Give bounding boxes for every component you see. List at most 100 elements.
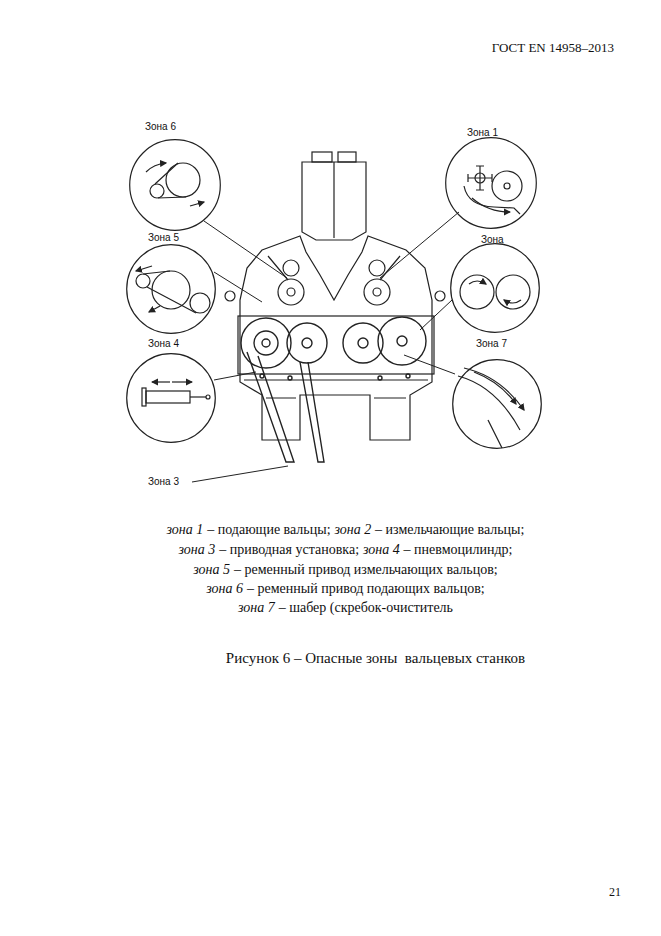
zone-description: – приводная установка;	[219, 542, 359, 557]
zone-detail-sketches-part	[190, 396, 206, 397]
feed-rolls-part	[278, 279, 304, 305]
zone-detail-sketches-part	[172, 381, 192, 382]
zone-term: зона 6	[206, 581, 243, 596]
feed-rolls-part	[225, 291, 235, 301]
circle-outline-shape	[130, 140, 221, 231]
legend-line: зона 7 – шабер (скребок-очиститель	[0, 599, 661, 617]
zone-detail-sketches-part	[496, 275, 530, 309]
zone-term: зона 7	[238, 600, 275, 615]
zone-label: Зона 3	[148, 476, 179, 488]
zone-detail-sketches-part	[150, 184, 164, 198]
circle-outline-shape	[453, 360, 542, 449]
machine-body	[238, 152, 434, 440]
grinding-rolls-part	[406, 374, 410, 378]
zone-detail-sketches-part	[152, 381, 170, 382]
zone-detail-circle: Зона 6	[129, 139, 221, 231]
machine-body-part	[333, 162, 334, 238]
zone-description: – ременный привод подающих вальцов;	[247, 581, 485, 596]
zone-term: зона 1	[167, 522, 204, 537]
machine-body-part	[238, 316, 434, 374]
zone-detail-circle: Зона 7	[452, 359, 542, 449]
grinding-rolls-part	[241, 318, 291, 368]
figure-caption: Рисунок 6 – Опасные зоны вальцевых станк…	[0, 649, 661, 667]
zone-term: зона 5	[193, 562, 230, 577]
leader-lines-part	[192, 466, 288, 482]
zone-label: Зона 5	[148, 232, 179, 244]
zone-detail-circle: Зона 1	[445, 137, 537, 229]
feed-rolls-part	[364, 279, 390, 305]
zone-detail-sketches-part	[149, 306, 160, 312]
grinding-rolls-part	[260, 374, 264, 378]
drive-belts	[247, 352, 324, 462]
grinding-rolls-part	[378, 376, 382, 380]
zone-term: зона 3	[179, 542, 216, 557]
grinding-rolls-part	[262, 339, 270, 347]
zone-label: Зона 4	[148, 338, 179, 350]
machine-body-part	[312, 152, 332, 162]
circle-outline	[445, 137, 537, 229]
legend-line: зона 1– подающие вальцы; зона 2 – измельча…	[0, 521, 661, 539]
feed-rolls	[225, 260, 445, 305]
circle-outline	[450, 243, 540, 333]
circle-outline	[129, 139, 221, 231]
zone-description: – ременный привод измельчающих вальцов;	[234, 562, 498, 577]
leader-lines-part	[214, 372, 256, 380]
circle-outline	[126, 353, 216, 443]
zone-label: Зона 6	[145, 121, 176, 133]
machine-body-part	[338, 152, 356, 162]
zone-detail-sketches-part	[143, 271, 196, 313]
zone-detail-sketches-part	[136, 266, 152, 271]
zone-detail-sketches-part	[136, 274, 150, 288]
feed-rolls-part	[287, 288, 295, 296]
leader-lines-part	[204, 221, 287, 278]
machine-body-part	[302, 162, 366, 240]
zone-detail-sketches-part	[504, 300, 521, 303]
zone-term: зона 2	[334, 522, 371, 537]
drive-belts-part	[300, 362, 324, 462]
zone-detail-sketches-part	[206, 395, 210, 399]
zone-detail-sketches-part	[146, 163, 166, 172]
zone-detail-sketches-part	[488, 420, 502, 448]
page-number: 21	[609, 885, 621, 900]
leader-lines	[192, 212, 459, 482]
circle-outline-shape	[127, 354, 216, 443]
zone-detail-sketches-part	[155, 163, 186, 198]
grinding-rolls-part	[287, 323, 327, 363]
zone-detail-sketches-part	[464, 368, 524, 410]
zone-detail-sketches-part	[152, 271, 190, 309]
zone-label: Зона 1	[467, 127, 498, 139]
zone-description: – шабер (скребок-очиститель	[279, 600, 453, 615]
drive-belts-part	[247, 352, 294, 462]
document-header: ГОСТ EN 14958–2013	[492, 40, 614, 56]
zone-detail-circle: Зона	[450, 243, 540, 333]
leader-lines-part	[404, 355, 455, 374]
zone-description: – измельчающие вальцы;	[375, 522, 524, 537]
zone-detail-sketches-part	[464, 186, 520, 214]
zone-detail-sketches-part	[469, 281, 486, 284]
leader-lines-part	[420, 300, 452, 330]
grinding-rolls-part	[397, 336, 407, 346]
grinding-rolls-part	[358, 338, 368, 348]
zone-label: Зона	[481, 234, 504, 246]
machine-body-part	[266, 397, 406, 398]
grinding-rolls-part	[254, 331, 278, 355]
leader-lines-part	[214, 272, 262, 302]
zone-term: зона 4	[363, 542, 400, 557]
zone-description: – подающие вальцы;	[207, 522, 330, 537]
machine-body-part	[240, 236, 432, 440]
zone-detail-circle: Зона 4	[126, 353, 216, 443]
grinding-rolls	[241, 317, 426, 380]
feed-rolls-part	[435, 291, 445, 301]
feed-rolls-part	[369, 260, 385, 276]
zone-detail-sketches-part	[142, 388, 146, 406]
zone-description: – пневмоцилиндр;	[404, 542, 513, 557]
feed-rolls-part	[373, 288, 381, 296]
zone-detail-sketches-part	[504, 183, 510, 189]
zone-label: Зона 7	[476, 338, 507, 350]
zone-detail-sketches-part	[492, 171, 522, 201]
circle-outline-shape	[127, 245, 216, 334]
zone-detail-sketches-part	[468, 166, 492, 190]
feed-rolls-part	[283, 260, 299, 276]
legend-line: зона 3– приводная установка; зона 4 – пнев…	[0, 541, 661, 559]
